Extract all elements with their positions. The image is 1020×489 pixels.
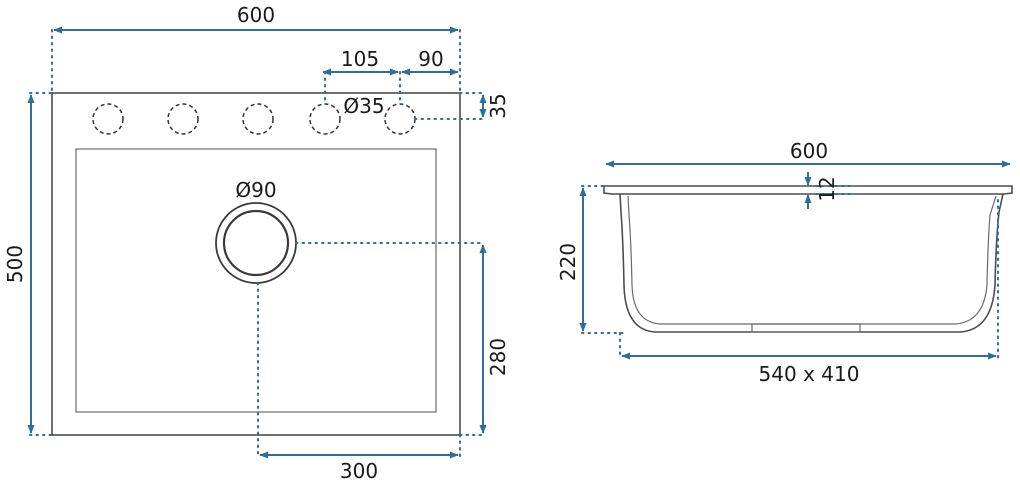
label-drain-diameter: Ø90 bbox=[235, 178, 276, 202]
label-drain-from-side: 300 bbox=[340, 459, 378, 483]
drain-stub bbox=[751, 323, 861, 333]
drain-inner-ring bbox=[222, 209, 290, 277]
label-rim-thickness: 12 bbox=[815, 176, 839, 201]
label-side-overall-width: 600 bbox=[790, 139, 828, 163]
label-hole-spacing-b: 90 bbox=[418, 47, 443, 71]
drain-outer-ring bbox=[215, 202, 297, 284]
sink-outline bbox=[51, 92, 461, 436]
tap-hole-2 bbox=[167, 103, 199, 135]
drain bbox=[215, 202, 297, 284]
label-overall-height: 500 bbox=[3, 245, 27, 283]
bowl-inner bbox=[627, 195, 997, 325]
tap-hole-3 bbox=[242, 103, 274, 135]
label-hole-offset: 35 bbox=[486, 93, 510, 118]
tap-hole-5 bbox=[384, 103, 416, 135]
tap-hole-1 bbox=[92, 103, 124, 135]
label-bowl-depth: 220 bbox=[556, 243, 580, 281]
label-overall-width: 600 bbox=[237, 3, 275, 27]
label-drain-from-bottom: 280 bbox=[486, 338, 510, 376]
bowl-outer bbox=[619, 193, 1004, 333]
rim-outline bbox=[603, 185, 1013, 195]
bowl-outline bbox=[75, 148, 437, 413]
label-bowl-size: 540 x 410 bbox=[759, 362, 860, 386]
tap-hole-4 bbox=[309, 103, 341, 135]
top-view: 600 105 90 Ø35 35 500 Ø90 280 300 bbox=[3, 3, 510, 483]
label-hole-spacing-a: 105 bbox=[341, 47, 379, 71]
label-hole-diameter: Ø35 bbox=[343, 94, 384, 118]
side-view: 600 12 220 540 x 410 bbox=[556, 139, 1013, 386]
